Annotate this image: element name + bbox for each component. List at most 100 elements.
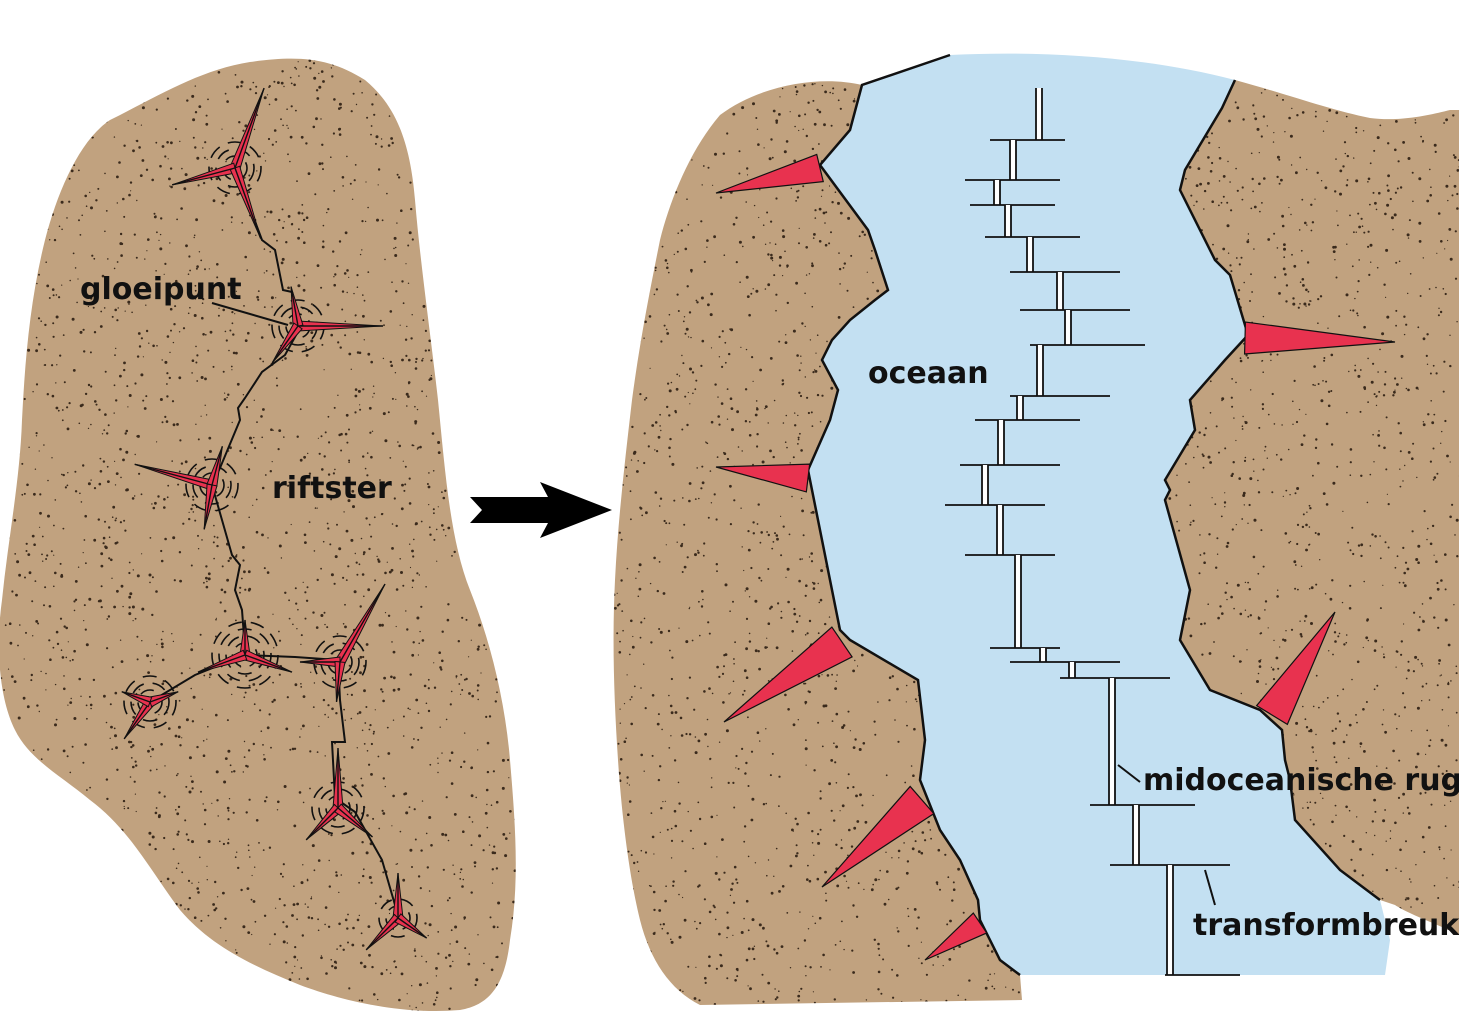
speckle-dot (152, 941, 154, 943)
speckle-dot (166, 877, 170, 881)
speckle-dot (397, 176, 401, 179)
speckle-dot (450, 438, 453, 441)
speckle-dot (733, 901, 735, 904)
speckle-dot (141, 159, 145, 162)
speckle-dot (393, 247, 395, 250)
speckle-dot (138, 345, 142, 348)
speckle-dot (123, 519, 126, 522)
speckle-dot (788, 533, 791, 536)
speckle-dot (133, 780, 136, 783)
speckle-dot (951, 899, 954, 902)
speckle-dot (710, 292, 714, 296)
speckle-dot (120, 834, 123, 837)
speckle-dot (756, 407, 759, 411)
speckle-dot (362, 294, 364, 296)
speckle-dot (346, 441, 349, 444)
speckle-dot (263, 567, 266, 570)
speckle-dot (1435, 372, 1438, 375)
speckle-dot (17, 716, 21, 720)
speckle-dot (363, 299, 366, 302)
speckle-dot (453, 813, 457, 816)
speckle-dot (104, 546, 108, 550)
speckle-dot (155, 141, 158, 144)
speckle-dot (268, 86, 270, 88)
speckle-dot (126, 71, 129, 74)
speckle-dot (334, 742, 336, 745)
speckle-dot (762, 224, 765, 226)
speckle-dot (684, 247, 688, 251)
speckle-dot (474, 983, 477, 987)
speckle-dot (711, 777, 713, 779)
speckle-dot (232, 333, 235, 336)
speckle-dot (370, 1004, 372, 1007)
speckle-dot (637, 595, 640, 598)
speckle-dot (819, 420, 822, 423)
speckle-dot (356, 747, 358, 749)
speckle-dot (129, 776, 132, 778)
speckle-dot (429, 763, 432, 766)
speckle-dot (490, 968, 494, 972)
speckle-dot (480, 672, 482, 674)
speckle-dot (123, 807, 126, 810)
speckle-dot (1394, 566, 1397, 569)
speckle-dot (1422, 139, 1425, 142)
speckle-dot (233, 770, 236, 773)
speckle-dot (691, 371, 695, 374)
speckle-dot (68, 177, 71, 180)
speckle-dot (508, 432, 511, 436)
speckle-dot (701, 590, 704, 593)
speckle-dot (84, 914, 87, 917)
speckle-dot (31, 270, 35, 274)
speckle-dot (235, 290, 237, 292)
speckle-dot (1203, 433, 1206, 437)
speckle-dot (361, 220, 364, 223)
speckle-dot (226, 988, 228, 990)
speckle-dot (879, 869, 881, 872)
speckle-dot (416, 408, 419, 411)
speckle-dot (1258, 665, 1262, 668)
speckle-dot (390, 568, 394, 572)
speckle-dot (642, 1000, 646, 1003)
speckle-dot (389, 360, 392, 364)
speckle-dot (653, 853, 655, 855)
speckle-dot (451, 355, 455, 358)
speckle-dot (126, 84, 130, 88)
speckle-dot (700, 605, 704, 608)
speckle-dot (989, 973, 991, 976)
speckle-dot (392, 676, 396, 680)
speckle-dot (634, 988, 638, 992)
speckle-dot (743, 569, 745, 572)
speckle-dot (207, 914, 210, 917)
speckle-dot (514, 806, 516, 809)
speckle-dot (159, 164, 162, 168)
speckle-dot (747, 929, 750, 932)
speckle-dot (518, 787, 521, 790)
speckle-dot (10, 461, 12, 464)
speckle-dot (785, 414, 788, 417)
speckle-dot (617, 1001, 620, 1004)
speckle-dot (164, 415, 167, 418)
speckle-dot (795, 93, 798, 96)
speckle-dot (245, 764, 248, 768)
speckle-dot (59, 617, 63, 620)
speckle-dot (180, 915, 183, 917)
speckle-dot (406, 405, 408, 407)
speckle-dot (852, 786, 855, 789)
speckle-dot (0, 65, 2, 68)
speckle-dot (485, 106, 488, 109)
speckle-dot (1258, 426, 1261, 429)
speckle-dot (397, 65, 400, 69)
speckle-dot (681, 354, 683, 357)
speckle-dot (217, 314, 220, 317)
speckle-dot (370, 360, 374, 364)
speckle-dot (395, 863, 397, 865)
speckle-dot (755, 400, 758, 402)
speckle-dot (822, 211, 826, 215)
speckle-dot (1226, 541, 1230, 545)
speckle-dot (651, 424, 655, 427)
speckle-dot (354, 388, 358, 391)
speckle-dot (283, 85, 285, 88)
speckle-dot (424, 249, 427, 252)
speckle-dot (952, 881, 955, 884)
speckle-dot (402, 715, 405, 718)
